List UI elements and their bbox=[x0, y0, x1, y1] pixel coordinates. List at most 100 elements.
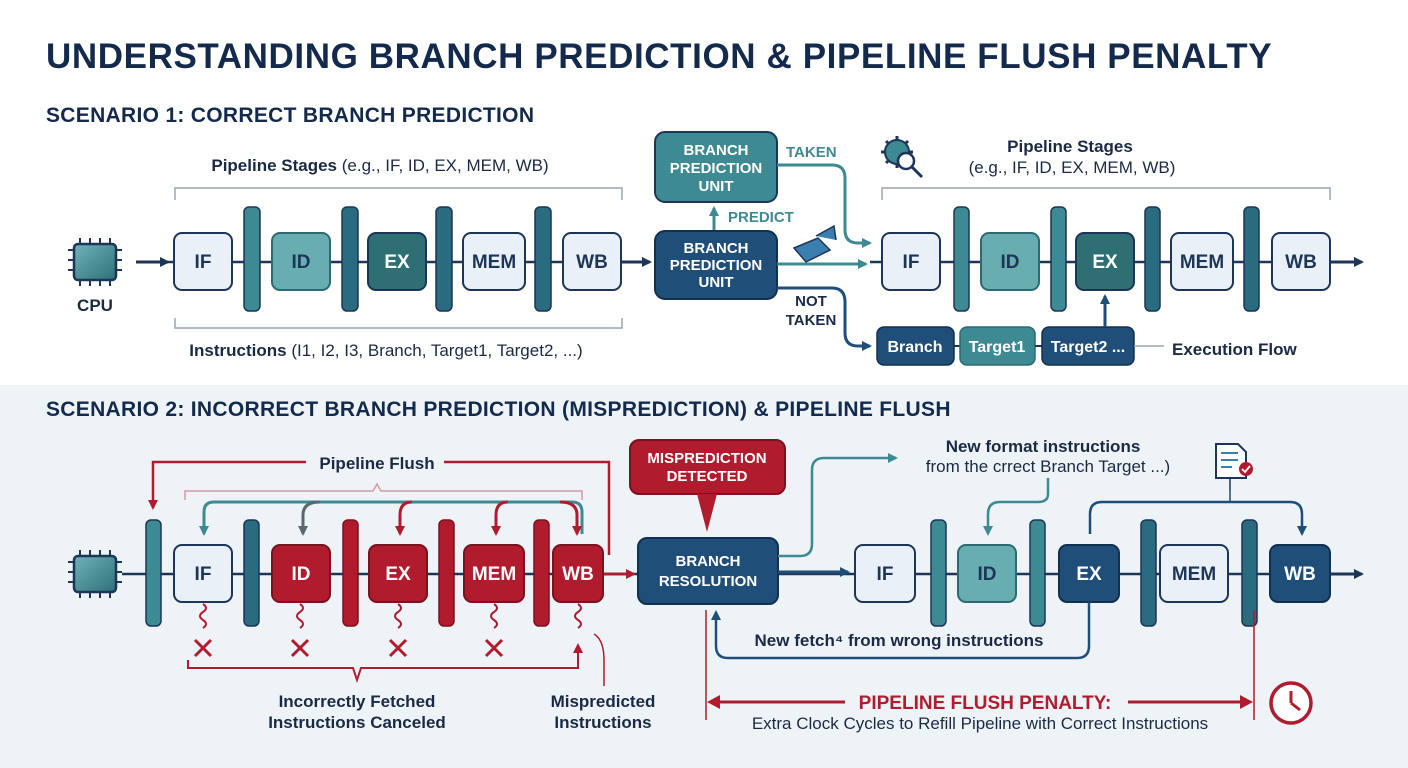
pipeline-latch bbox=[533, 519, 550, 627]
stages-brace bbox=[174, 187, 623, 200]
penalty-arrow-left bbox=[707, 695, 720, 709]
penalty-title: PIPELINE FLUSH PENALTY: bbox=[859, 693, 1112, 714]
forward-arrow-icon bbox=[792, 224, 837, 263]
flow-item-branch-label: Branch bbox=[887, 339, 942, 356]
bpu-top-line1: BRANCH bbox=[684, 142, 749, 159]
right-stage-mem-label: MEM bbox=[1180, 252, 1224, 273]
flush-stage-ex bbox=[368, 544, 428, 603]
flush-to-id-arrow bbox=[298, 500, 321, 536]
new-fetch-arrow bbox=[711, 602, 1091, 660]
right-stages-brace bbox=[881, 187, 1331, 200]
pipeline-latch bbox=[341, 206, 359, 312]
flush-inner-brace bbox=[184, 482, 583, 500]
flush-stage-mem-label: MEM bbox=[472, 564, 516, 585]
flush-stage-wb bbox=[552, 544, 604, 603]
canceled-label-line1: Incorrectly Fetched bbox=[279, 692, 436, 711]
new-stage-wb-label: WB bbox=[1284, 564, 1316, 585]
flush-stage-id-label: ID bbox=[292, 564, 311, 585]
pipeline-latch bbox=[243, 206, 261, 312]
scenario1-heading: SCENARIO 1: CORRECT BRANCH PREDICTION bbox=[46, 104, 534, 127]
pipeline-latch bbox=[1144, 206, 1161, 312]
not-taken-line2: TAKEN bbox=[786, 312, 837, 329]
right-stage-mem bbox=[1170, 232, 1234, 291]
pipeline-latch bbox=[145, 519, 162, 627]
flush-bracket-left bbox=[148, 460, 306, 510]
new-format-subtitle: from the crrect Branch Target ...) bbox=[926, 457, 1170, 476]
pipeline-latch bbox=[435, 206, 453, 312]
pipeline-latch bbox=[953, 206, 970, 312]
flush-to-if-arrow bbox=[199, 500, 584, 536]
bpu-top-line3: UNIT bbox=[699, 178, 734, 195]
pipeline-latch bbox=[1243, 206, 1260, 312]
flush-stage-if bbox=[173, 544, 233, 603]
pipeline-stages-label: Pipeline Stages (e.g., IF, ID, EX, MEM, … bbox=[211, 156, 548, 175]
mispredicted-label-line2: Instructions bbox=[554, 713, 651, 732]
right-stage-ex bbox=[1075, 232, 1135, 291]
ex-to-wb-arrow bbox=[1088, 500, 1307, 536]
flush-to-mem-arrow bbox=[491, 500, 509, 536]
bpu-line3: UNIT bbox=[699, 274, 734, 291]
new-format-arrow bbox=[778, 453, 898, 558]
cancel-squiggles bbox=[199, 603, 582, 629]
canceled-label-line2: Instructions Canceled bbox=[268, 713, 446, 732]
new-stage-if-label: IF bbox=[877, 564, 894, 585]
instructions-brace bbox=[174, 318, 623, 329]
right-stage-if-label: IF bbox=[903, 252, 920, 273]
right-stage-if bbox=[881, 232, 941, 291]
pipeline-latch bbox=[243, 519, 260, 627]
bpu-line1: BRANCH bbox=[684, 240, 749, 257]
scenario2-heading: SCENARIO 2: INCORRECT BRANCH PREDICTION … bbox=[46, 398, 951, 421]
right-stages-title: Pipeline Stages bbox=[1007, 137, 1133, 156]
flow-item-target1-label: Target1 bbox=[969, 339, 1026, 356]
cpu-chip-icon-2 bbox=[68, 550, 122, 598]
pipeline-latch bbox=[930, 519, 947, 627]
stage-wb-label: WB bbox=[576, 252, 608, 273]
right-stage-id bbox=[980, 232, 1040, 291]
new-stage-ex-label: EX bbox=[1076, 564, 1102, 585]
not-taken-line1: NOT bbox=[795, 293, 827, 310]
clock-icon bbox=[1269, 681, 1313, 725]
mispredicted-label-line1: Mispredicted bbox=[551, 692, 656, 711]
pipeline-latch bbox=[342, 519, 359, 627]
branch-resolution-box bbox=[637, 537, 779, 605]
taken-arrow bbox=[777, 163, 872, 248]
pipeline-latch bbox=[1050, 206, 1067, 312]
misprediction-pointer bbox=[697, 494, 717, 532]
right-stage-wb-label: WB bbox=[1285, 252, 1317, 273]
stage-id-label: ID bbox=[292, 252, 311, 273]
flush-to-wb-arrow bbox=[559, 500, 582, 536]
canceled-brace bbox=[187, 643, 583, 684]
flush-stage-ex-label: EX bbox=[385, 564, 411, 585]
pipeline-latch bbox=[534, 206, 552, 312]
taken-label: TAKEN bbox=[786, 144, 837, 161]
misprediction-detected-box bbox=[629, 439, 786, 495]
new-format-title: New format instructions bbox=[946, 437, 1141, 456]
right-stage-wb bbox=[1271, 232, 1331, 291]
not-taken-arrow bbox=[777, 286, 872, 351]
new-stage-mem bbox=[1159, 544, 1229, 603]
penalty-arrow-right bbox=[1240, 695, 1253, 709]
flow-item-target2-label: Target2 ... bbox=[1051, 339, 1125, 356]
new-stage-if bbox=[854, 544, 916, 603]
stage-id bbox=[271, 232, 331, 291]
flush-stage-wb-label: WB bbox=[562, 564, 594, 585]
pipeline-latch bbox=[1140, 519, 1157, 627]
mispredicted-pointer bbox=[593, 633, 605, 686]
stage-mem bbox=[462, 232, 526, 291]
new-stage-wb bbox=[1269, 544, 1331, 603]
resolution-line1: BRANCH bbox=[676, 553, 741, 570]
flush-stage-id bbox=[271, 544, 331, 603]
flush-stage-if-label: IF bbox=[195, 564, 212, 585]
flush-stage-mem bbox=[463, 544, 525, 603]
cpu-chip-icon bbox=[68, 238, 122, 286]
pipeline-flush-label: Pipeline Flush bbox=[319, 454, 434, 473]
penalty-subtitle: Extra Clock Cycles to Refill Pipeline wi… bbox=[752, 714, 1208, 733]
instructions-label: Instructions (I1, I2, I3, Branch, Target… bbox=[189, 341, 582, 360]
stage-if-label: IF bbox=[195, 252, 212, 273]
stage-if bbox=[173, 232, 233, 291]
pipeline-latch bbox=[1241, 519, 1258, 627]
cancel-x-marks bbox=[193, 638, 504, 658]
new-fetch-label: New fetch⁴ from wrong instructions bbox=[755, 631, 1044, 650]
page-title: UNDERSTANDING BRANCH PREDICTION & PIPELI… bbox=[46, 37, 1272, 76]
